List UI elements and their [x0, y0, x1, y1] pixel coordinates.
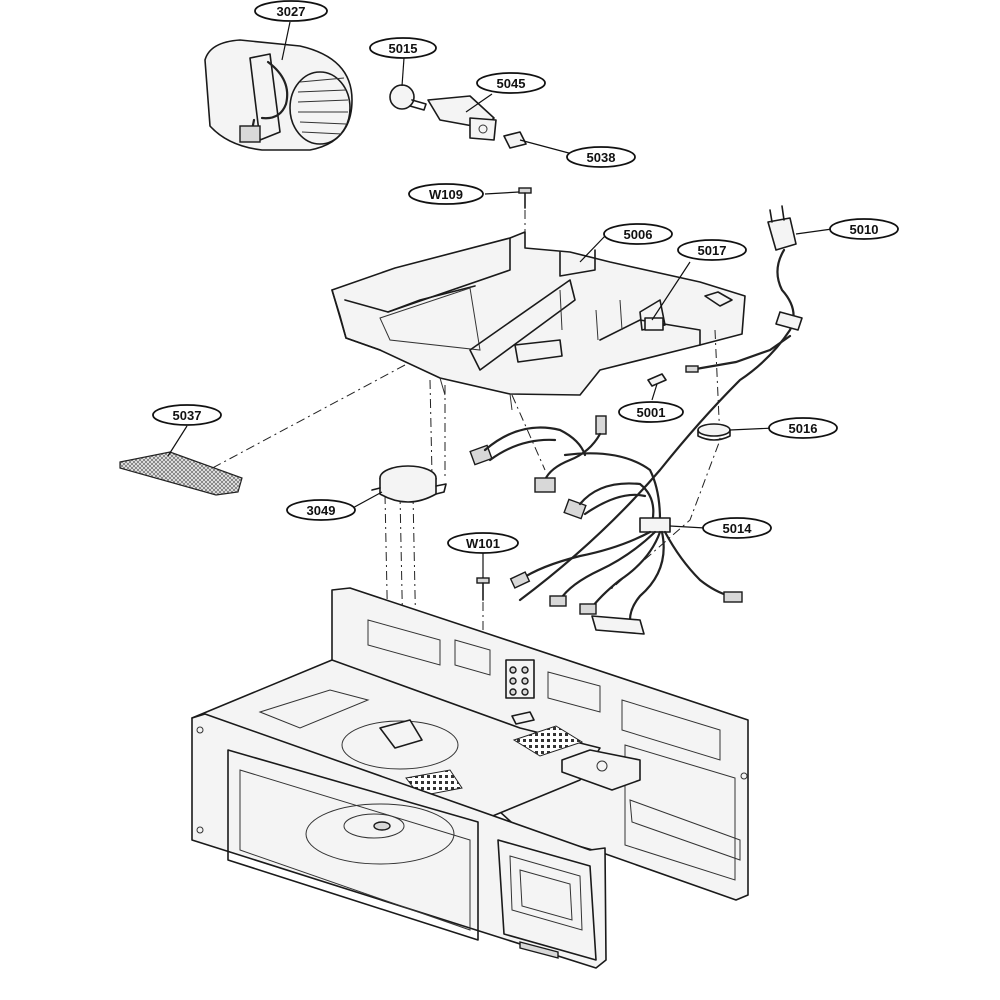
oven-cavity-part — [191, 587, 749, 969]
fuse-part — [503, 131, 527, 149]
callout-5017-label: 5017 — [698, 243, 727, 258]
callout-W101: W101 — [447, 532, 519, 554]
grease-filter-part — [119, 451, 243, 496]
wiring-harness-part — [469, 415, 743, 635]
callout-3027: 3027 — [254, 0, 328, 22]
thermostat-part — [697, 423, 731, 441]
screw-w101-part — [476, 577, 490, 601]
callout-3027-label: 3027 — [277, 4, 306, 19]
turntable-motor-part — [371, 465, 447, 503]
callout-5015: 5015 — [369, 37, 437, 59]
callout-5001: 5001 — [618, 401, 684, 423]
callout-3049-label: 3049 — [307, 503, 336, 518]
power-cord-part — [518, 205, 803, 602]
interlock-switch-part — [644, 317, 664, 331]
blower-motor-part — [204, 39, 353, 151]
callout-5045: 5045 — [476, 72, 546, 94]
callout-W109-label: W109 — [429, 187, 463, 202]
callout-5016-label: 5016 — [789, 421, 818, 436]
callout-5006: 5006 — [603, 223, 673, 245]
callout-5016: 5016 — [768, 417, 838, 439]
leader-lines — [167, 21, 833, 578]
callout-W109: W109 — [408, 183, 484, 205]
callout-5014-label: 5014 — [723, 521, 753, 536]
callout-5017: 5017 — [677, 239, 747, 261]
callout-5038-label: 5038 — [587, 150, 616, 165]
lamp-socket-part — [427, 95, 497, 141]
callout-5006-label: 5006 — [624, 227, 653, 242]
callout-5045-label: 5045 — [497, 76, 526, 91]
callout-5038: 5038 — [566, 146, 636, 168]
base-plate-part — [331, 231, 746, 411]
callout-5010: 5010 — [829, 218, 899, 240]
callout-5015-label: 5015 — [389, 41, 418, 56]
callout-5037-label: 5037 — [173, 408, 202, 423]
callout-5037: 5037 — [152, 404, 222, 426]
callout-5001-label: 5001 — [637, 405, 666, 420]
lamp-bulb-part — [389, 84, 427, 111]
callout-W101-label: W101 — [466, 536, 500, 551]
callout-5014: 5014 — [702, 517, 772, 539]
callout-5010-label: 5010 — [850, 222, 879, 237]
thermal-fuse-part — [647, 373, 667, 387]
callout-3049: 3049 — [286, 499, 356, 521]
